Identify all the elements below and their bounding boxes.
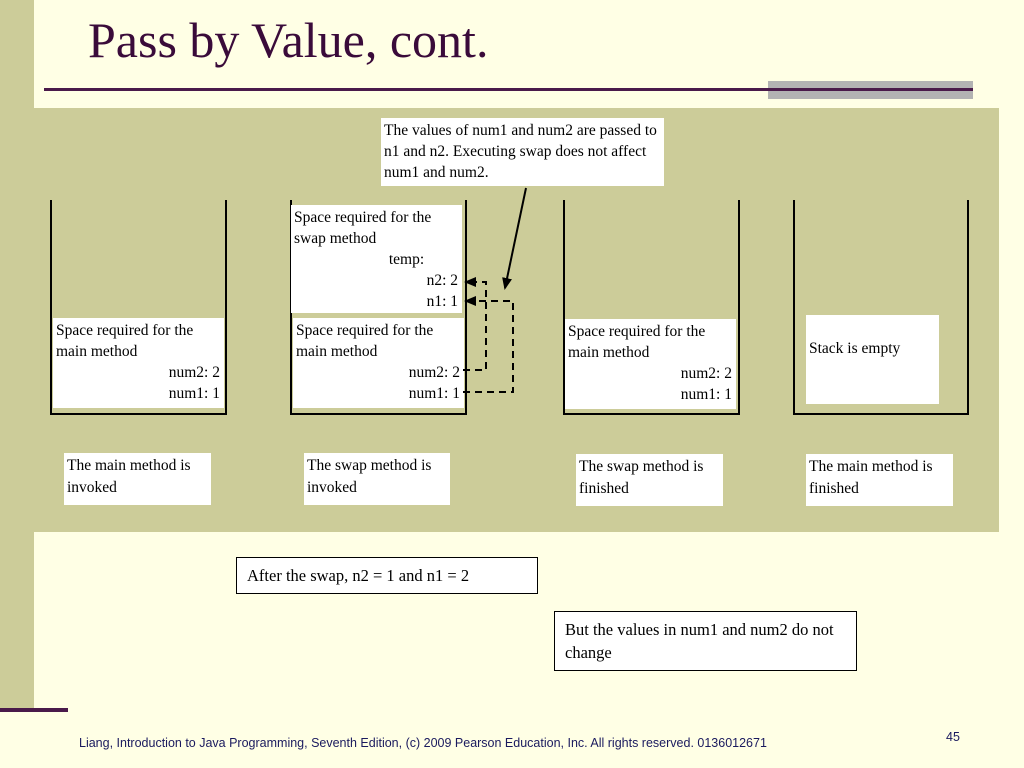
- caption-text: The main method is finished: [809, 458, 933, 497]
- stack-1-main-frame: Space required for the main method num2:…: [53, 318, 224, 408]
- caption-text: The main method is invoked: [67, 457, 191, 496]
- n2-value: n2: 2: [426, 272, 458, 289]
- left-decor-bar: [0, 0, 34, 710]
- stack-4-caption: The main method is finished: [806, 454, 953, 506]
- num1-value: num1: 1: [408, 385, 460, 402]
- num1-value: num1: 1: [168, 385, 220, 402]
- num2-value: num2: 2: [408, 364, 460, 381]
- stack-2-main-frame: Space required for the main method num2:…: [293, 318, 464, 408]
- callout-box: The values of num1 and num2 are passed t…: [381, 118, 664, 186]
- values-unchanged-note: But the values in num1 and num2 do not c…: [554, 611, 857, 671]
- n1-value: n1: 1: [426, 293, 458, 310]
- num1-value: num1: 1: [680, 386, 732, 403]
- stack-3-main-frame: Space required for the main method num2:…: [565, 319, 736, 409]
- footer-text: Liang, Introduction to Java Programming,…: [79, 736, 767, 750]
- title-rule: [44, 88, 972, 91]
- swap-frame-label: Space required for the swap method: [294, 209, 432, 247]
- after-swap-note: After the swap, n2 = 1 and n1 = 2: [236, 557, 538, 594]
- left-decor-accent: [0, 708, 68, 712]
- stack-1-caption: The main method is invoked: [64, 453, 211, 505]
- main-frame-label: Space required for the main method: [296, 322, 434, 360]
- values-unchanged-text: But the values in num1 and num2 do not c…: [565, 620, 834, 662]
- num2-value: num2: 2: [168, 364, 220, 381]
- callout-text: The values of num1 and num2 are passed t…: [384, 122, 657, 181]
- num2-value: num2: 2: [680, 365, 732, 382]
- stack-2-caption: The swap method is invoked: [304, 453, 450, 505]
- temp-value: temp:: [388, 251, 425, 268]
- slide-title: Pass by Value, cont.: [88, 12, 489, 68]
- after-swap-text: After the swap, n2 = 1 and n1 = 2: [247, 566, 470, 585]
- title-rule-accent-line: [768, 88, 973, 91]
- stack-3: [563, 200, 740, 415]
- caption-text: The swap method is finished: [579, 458, 704, 497]
- stack-4: [793, 200, 969, 415]
- stack-1: [50, 200, 227, 415]
- main-frame-label: Space required for the main method: [568, 323, 706, 361]
- main-frame-label: Space required for the main method: [56, 322, 194, 360]
- caption-text: The swap method is invoked: [307, 457, 432, 496]
- stack-2-swap-frame: Space required for the swap method temp:…: [291, 205, 462, 313]
- stack-4-empty-box: Stack is empty: [806, 315, 939, 404]
- stack-empty-label: Stack is empty: [809, 340, 901, 357]
- page-number: 45: [946, 730, 960, 744]
- stack-3-caption: The swap method is finished: [576, 454, 723, 506]
